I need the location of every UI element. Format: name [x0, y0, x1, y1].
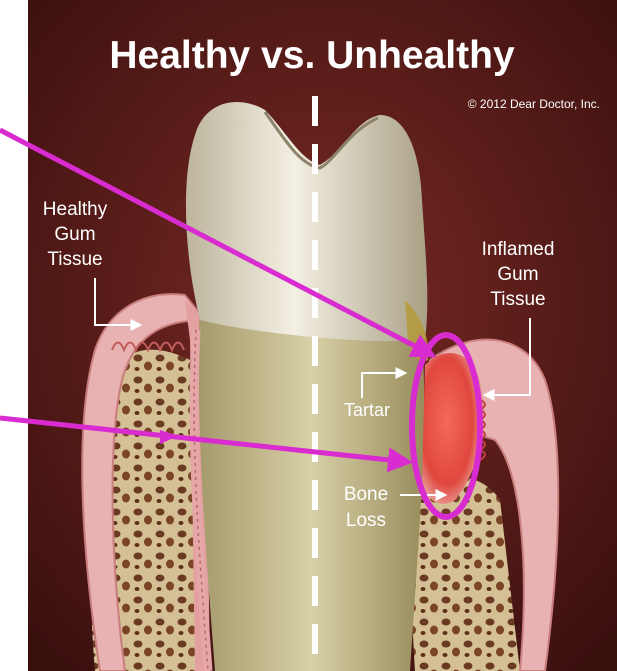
healthy-gum-label-line-2: Gum — [54, 224, 95, 245]
healthy-gum-label-line-3: Tissue — [47, 249, 102, 270]
copyright-notice: © 2012 Dear Doctor, Inc. — [468, 97, 600, 111]
bone-loss-label-line-2: Loss — [346, 510, 386, 531]
diagram-title: Healthy vs. Unhealthy — [109, 34, 515, 77]
tooth-root — [199, 300, 424, 671]
healthy-gum-label-line-1: Healthy — [43, 199, 108, 220]
tartar-label: Tartar — [344, 400, 390, 420]
inflamed-gum-label-line-2: Gum — [497, 264, 538, 285]
bone-loss-label-line-1: Bone — [344, 484, 388, 505]
inflamed-gum-label-line-1: Inflamed — [482, 239, 555, 260]
inflamed-gum-label-line-3: Tissue — [490, 289, 545, 310]
